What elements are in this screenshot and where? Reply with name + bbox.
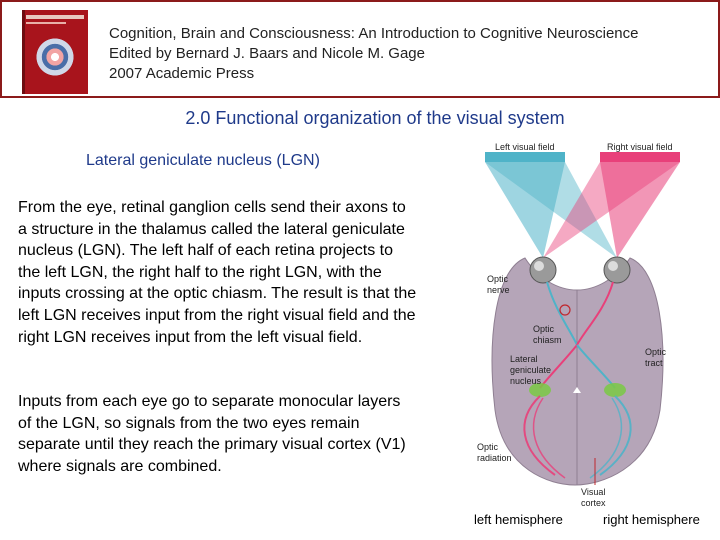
citation-publisher: 2007 Academic Press: [109, 65, 255, 82]
optic-chiasm-label-2: chiasm: [533, 335, 562, 345]
lgn-label-3: nucleus: [510, 376, 542, 386]
right-visual-field-label: Right visual field: [607, 142, 673, 152]
optic-radiation-label-1: Optic: [477, 442, 499, 452]
visual-cortex-label-2: cortex: [581, 498, 606, 508]
visual-pathway-diagram: Left visual field Right visual field: [455, 140, 695, 520]
optic-tract-label-1: Optic: [645, 347, 667, 357]
optic-nerve-marker: [559, 304, 571, 316]
book-cover-image: [22, 10, 88, 94]
chiasm-marker: [573, 387, 581, 393]
left-optic-nerve: [546, 281, 578, 346]
optic-chiasm-label-1: Optic: [533, 324, 555, 334]
optic-nerve-label-2: nerve: [487, 285, 510, 295]
section-subtitle: Lateral geniculate nucleus (LGN): [86, 152, 320, 169]
optic-nerve-label-1: Optic: [487, 274, 509, 284]
lgn-label-1: Lateral: [510, 354, 538, 364]
slide-title: 2.0 Functional organization of the visua…: [185, 108, 565, 128]
citation-title: Cognition, Brain and Consciousness: An I…: [109, 25, 639, 42]
right-visual-field-bar: [600, 152, 680, 162]
left-visual-field-bar: [485, 152, 565, 162]
left-hemisphere-caption: left hemisphere: [474, 512, 563, 527]
left-radiation-pink: [523, 395, 556, 476]
visual-pathway-svg: Left visual field Right visual field: [477, 142, 680, 508]
optic-tract-label-2: tract: [645, 358, 663, 368]
visual-cortex-label-1: Visual: [581, 487, 605, 497]
body-paragraph-1: From the eye, retinal ganglion cells sen…: [18, 199, 417, 346]
left-field-cone-to-right-eye: [485, 162, 617, 258]
body-paragraph-2: Inputs from each eye go to separate mono…: [18, 393, 406, 475]
left-lgn: [529, 383, 551, 397]
book-citation: Cognition, Brain and Consciousness: An I…: [109, 24, 638, 84]
left-field-cone-to-left-eye: [485, 162, 565, 258]
right-lgn: [604, 383, 626, 397]
right-field-cone-to-right-eye: [600, 162, 680, 258]
citation-editors: Edited by Bernard J. Baars and Nicole M.…: [109, 45, 425, 62]
right-hemisphere-caption: right hemisphere: [603, 512, 700, 527]
right-eye: [603, 256, 631, 284]
left-eye: [529, 256, 557, 284]
optic-radiation-label-2: radiation: [477, 453, 512, 463]
right-radiation-blue: [599, 395, 632, 476]
lgn-label-2: geniculate: [510, 365, 551, 375]
right-optic-nerve: [576, 281, 614, 346]
slide-header: Cognition, Brain and Consciousness: An I…: [0, 0, 720, 98]
left-visual-field-label: Left visual field: [495, 142, 555, 152]
